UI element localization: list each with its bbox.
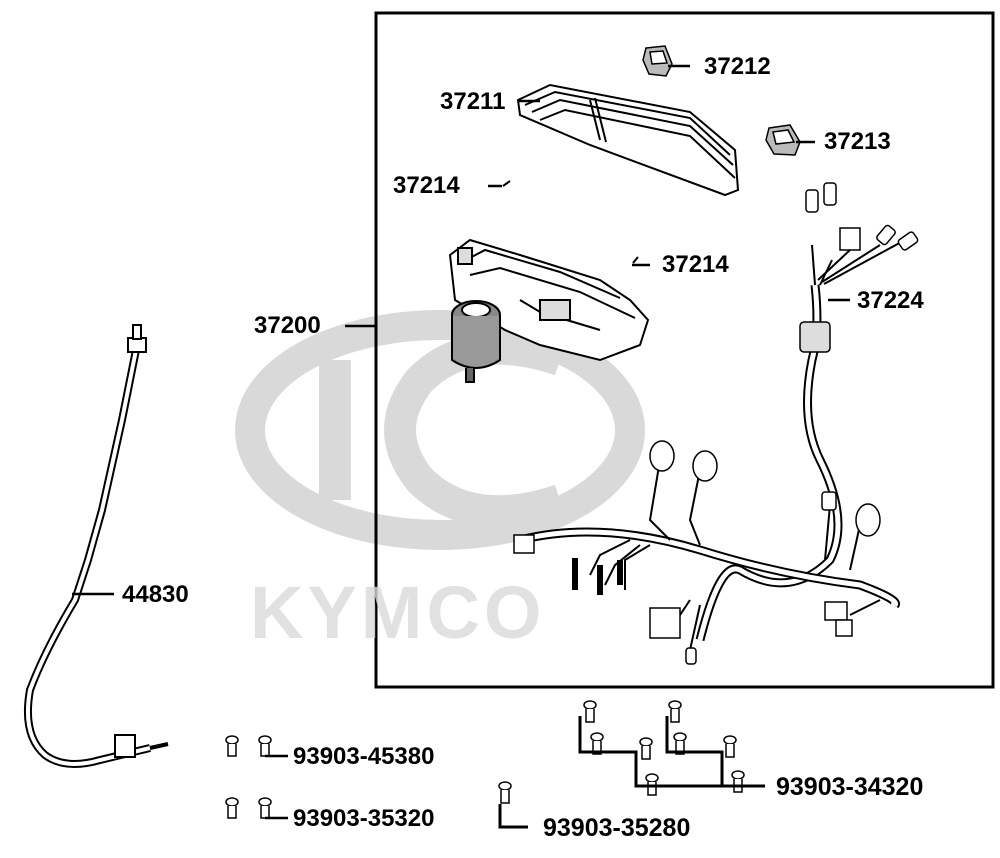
meter-assembly-box: [374, 11, 995, 689]
screws-93903-34320-drawing: [583, 700, 745, 796]
wire-harness-37224-drawing: [518, 239, 906, 651]
screws-93903-45380-drawing: [225, 735, 272, 757]
label-93903-35320: 93903-35320: [293, 805, 435, 832]
label-37214-upper: 37214: [393, 172, 460, 199]
leader-93903-35280: [498, 804, 528, 829]
screw-37214-lower: [632, 256, 639, 264]
meter-cover-37211-drawing: [516, 83, 740, 197]
screw-93903-35280-drawing: [498, 781, 512, 804]
kymco-watermark-logo: [235, 310, 645, 550]
screws-93903-35320-drawing: [225, 797, 272, 819]
meter-body-drawing: [448, 238, 650, 383]
label-37213: 37213: [824, 128, 891, 155]
screw-37214-upper: [502, 180, 511, 187]
label-44830: 44830: [122, 581, 189, 608]
speedometer-cable-44830-drawing: [23, 324, 169, 768]
kymco-watermark-text: KYMCO: [250, 571, 545, 654]
harness-connectors: [513, 182, 919, 665]
label-37212: 37212: [704, 53, 771, 80]
label-37200: 37200: [254, 312, 321, 339]
label-93903-35280: 93903-35280: [543, 814, 691, 842]
label-93903-34320: 93903-34320: [776, 773, 924, 801]
label-37224: 37224: [857, 287, 924, 314]
leaders-93903-34320: [578, 716, 765, 788]
clip-37213-drawing: [765, 124, 801, 156]
label-37211: 37211: [440, 88, 506, 115]
label-37214-lower: 37214: [662, 251, 729, 278]
clip-37212-drawing: [642, 45, 673, 77]
label-93903-45380: 93903-45380: [293, 743, 435, 770]
